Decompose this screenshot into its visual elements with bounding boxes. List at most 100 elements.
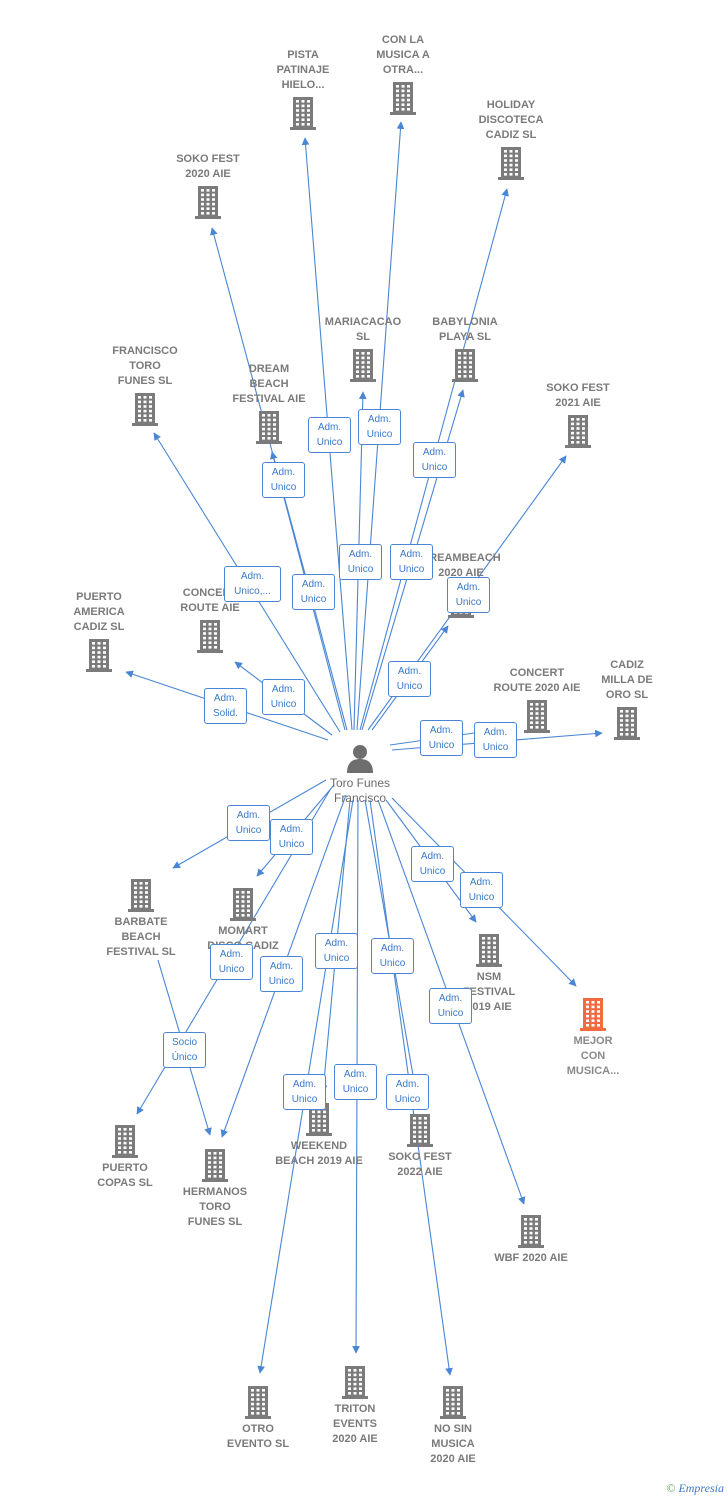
company-node-pista[interactable]: PISTA PATINAJE HIELO... [248,48,358,133]
company-label: MARIACACAO SL [324,316,402,343]
company-label: CONCERT ROUTE AIE [180,587,240,614]
building-icon [565,415,591,448]
company-node-francisco[interactable]: FRANCISCO TORO FUNES SL [90,344,200,429]
company-label: MEJOR CON MUSICA... [566,1035,620,1077]
relation-label[interactable]: Adm. Unico [386,1074,429,1110]
relation-label[interactable]: Adm. Unico [447,577,490,613]
company-node-conlamusica[interactable]: CON LA MUSICA A OTRA... [348,33,458,118]
building-icon [245,1386,271,1419]
person-name: Toro Funes Francisco [329,776,391,805]
company-label: TRITON EVENTS 2020 AIE [332,1403,378,1445]
company-label: FRANCISCO TORO FUNES SL [112,345,178,387]
company-label: HOLIDAY DISCOTECA CADIZ SL [478,99,544,141]
building-icon [112,1125,138,1158]
relation-label[interactable]: Adm. Unico [390,544,433,580]
building-icon [195,186,221,219]
building-icon [86,639,112,672]
company-label: SOKO FEST 2020 AIE [176,153,240,180]
company-node-puertoamerica[interactable]: PUERTO AMERICA CADIZ SL [44,590,154,675]
company-label: NSM FESTIVAL 2019 AIE [462,971,516,1013]
building-icon [440,1386,466,1419]
company-label: CADIZ MILLA DE ORO SL [601,659,653,701]
company-label: HERMANOS TORO FUNES SL [182,1186,248,1228]
relation-label[interactable]: Adm. Unico [371,938,414,974]
brand-name: Empresia [678,1481,724,1495]
company-node-mariacacao[interactable]: MARIACACAO SL [308,315,418,385]
relation-label[interactable]: Adm. Unico [429,988,472,1024]
relation-label[interactable]: Adm. Unico [474,722,517,758]
company-node-puertocopas[interactable]: PUERTO COPAS SL [70,1121,180,1191]
relation-label[interactable]: Adm. Unico,... [224,566,281,602]
company-label: BARBATE BEACH FESTIVAL SL [106,916,176,958]
relation-label[interactable]: Adm. Unico [334,1064,377,1100]
relation-label[interactable]: Adm. Unico [270,819,313,855]
company-label: PUERTO COPAS SL [97,1162,153,1189]
company-label: PISTA PATINAJE HIELO... [276,49,330,91]
relation-label[interactable]: Adm. Unico [315,933,358,969]
relation-label[interactable]: Adm. Unico [388,661,431,697]
relation-label[interactable]: Adm. Unico [292,574,335,610]
relation-label[interactable]: Adm. Unico [262,679,305,715]
company-node-otroevento[interactable]: OTRO EVENTO SL [203,1382,313,1452]
company-node-nsm[interactable]: NSM FESTIVAL 2019 AIE [434,930,544,1015]
person-icon [347,745,373,773]
company-node-wbf[interactable]: WBF 2020 AIE [476,1211,586,1266]
person-node[interactable]: Toro Funes Francisco [305,742,415,806]
relation-label[interactable]: Adm. Unico [358,409,401,445]
company-node-cadizmilla[interactable]: CADIZ MILLA DE ORO SL [572,658,682,743]
building-icon [390,82,416,115]
building-icon [290,97,316,130]
relation-label[interactable]: Adm. Unico [411,846,454,882]
company-label: WEEKEND BEACH 2019 AIE [275,1140,363,1167]
building-icon [498,147,524,180]
company-node-dreambeach[interactable]: DREAM BEACH FESTIVAL AIE [214,362,324,447]
relation-label[interactable]: Adm. Unico [339,544,382,580]
relation-label[interactable]: Adm. Unico [210,944,253,980]
copyright-icon: © [666,1481,676,1495]
building-icon [342,1366,368,1399]
relation-label[interactable]: Adm. Unico [260,956,303,992]
company-node-holiday[interactable]: HOLIDAY DISCOTECA CADIZ SL [456,98,566,183]
relation-label[interactable]: Adm. Unico [413,442,456,478]
company-node-hermanos[interactable]: HERMANOS TORO FUNES SL [160,1145,270,1230]
building-icon [524,700,550,733]
company-node-mejor[interactable]: MEJOR CON MUSICA... [538,994,648,1079]
company-node-sokofest2020[interactable]: SOKO FEST 2020 AIE [153,152,263,222]
relation-label[interactable]: Adm. Solid. [204,688,247,724]
building-icon [476,934,502,967]
building-icon [256,411,282,444]
company-label: BABYLONIA PLAYA SL [432,316,498,343]
building-icon [202,1149,228,1182]
company-node-sokofest2021[interactable]: SOKO FEST 2021 AIE [523,381,633,451]
company-label: DREAMBEACH 2020 AIE [421,552,501,579]
company-label: SOKO FEST 2021 AIE [546,382,610,409]
company-label: CONCERT ROUTE 2020 AIE [493,667,581,694]
building-icon [132,393,158,426]
company-label: PUERTO AMERICA CADIZ SL [73,591,125,633]
relation-label[interactable]: Socio Único [163,1032,206,1068]
company-label: NO SIN MUSICA 2020 AIE [430,1423,476,1465]
company-node-weekend[interactable]: WEEKEND BEACH 2019 AIE [264,1099,374,1169]
relation-label[interactable]: Adm. Unico [460,872,503,908]
company-node-nosinmusica[interactable]: NO SIN MUSICA 2020 AIE [398,1382,508,1467]
company-label: OTRO EVENTO SL [226,1423,290,1450]
relation-label[interactable]: Adm. Unico [227,805,270,841]
building-icon [128,879,154,912]
relation-label[interactable]: Adm. Unico [308,417,351,453]
company-label: DREAM BEACH FESTIVAL AIE [232,363,306,405]
company-node-sokofest2022[interactable]: SOKO FEST 2022 AIE [365,1110,475,1180]
company-node-concertroute[interactable]: CONCERT ROUTE AIE [155,586,265,656]
building-icon [452,349,478,382]
relation-label[interactable]: Adm. Unico [283,1074,326,1110]
relation-label[interactable]: Adm. Unico [262,462,305,498]
company-node-triton[interactable]: TRITON EVENTS 2020 AIE [300,1362,410,1447]
building-icon [580,998,606,1031]
company-node-concertroute2020[interactable]: CONCERT ROUTE 2020 AIE [482,666,592,736]
building-icon [350,349,376,382]
building-icon [614,707,640,740]
company-node-babylonia[interactable]: BABYLONIA PLAYA SL [410,315,520,385]
relation-label[interactable]: Adm. Unico [420,720,463,756]
building-icon [230,888,256,921]
company-label: SOKO FEST 2022 AIE [388,1151,452,1178]
company-node-barbate[interactable]: BARBATE BEACH FESTIVAL SL [86,875,196,960]
